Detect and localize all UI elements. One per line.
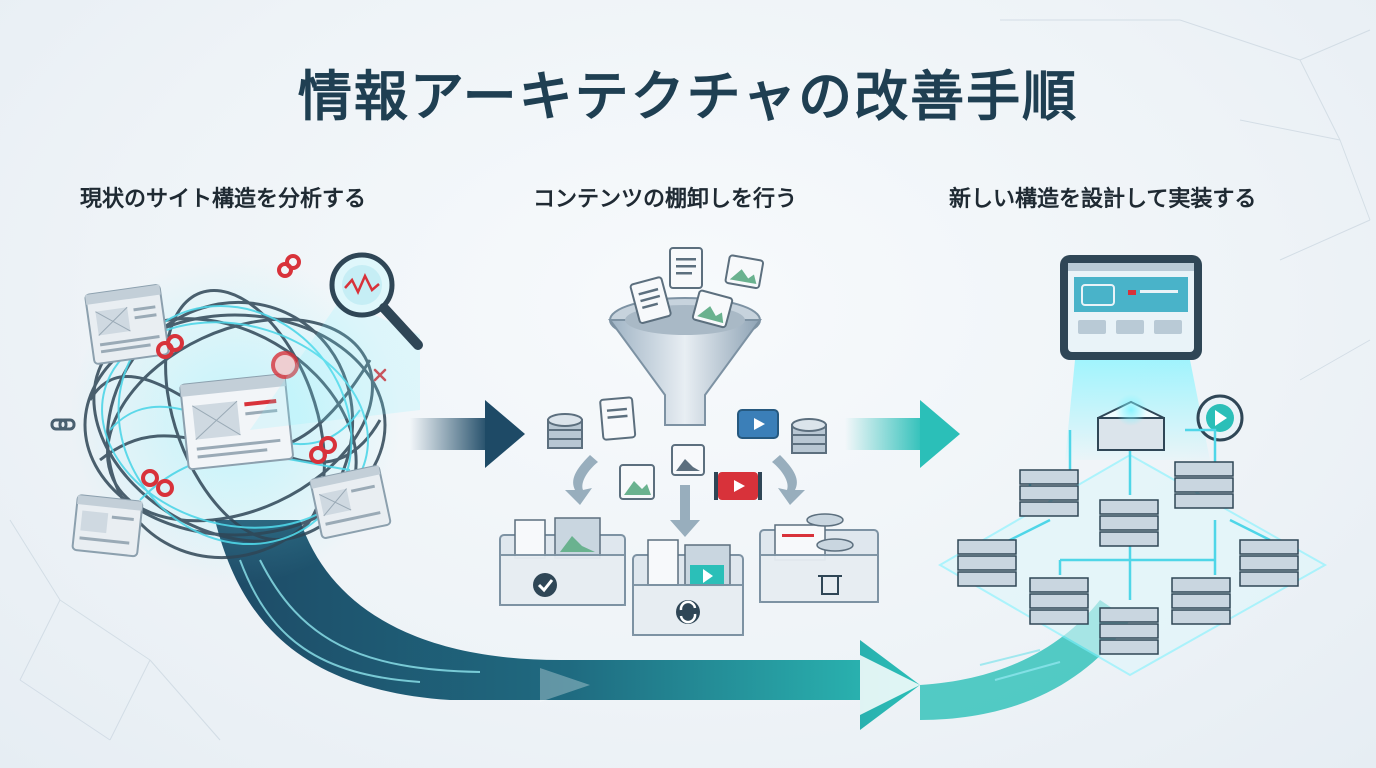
- step-label-inventory: コンテンツの棚卸しを行う: [533, 187, 798, 212]
- arrow-step2-to-step3: [845, 400, 960, 468]
- server-hierarchy-icon: [938, 394, 1328, 677]
- diagram-title: 情報アーキテクチャの改善手順: [297, 65, 1079, 128]
- background-network: [9, 19, 1371, 741]
- image-icon: [619, 254, 765, 500]
- keep-box-icon: [499, 517, 626, 606]
- broken-link-icon: [141, 254, 387, 497]
- magnifier-icon: [250, 252, 423, 430]
- arrow-step1-to-step2: [410, 400, 525, 468]
- update-box-icon: [632, 539, 744, 636]
- database-icon: [547, 413, 827, 454]
- web-page-icon: [71, 284, 392, 558]
- step-label-implement: 新しい構造を設計して実装する: [949, 187, 1257, 212]
- video-icon: [714, 409, 779, 500]
- sort-arrows: [565, 455, 805, 537]
- step-label-analyze: 現状のサイト構造を分析する: [80, 187, 367, 212]
- delete-box-icon: [759, 513, 879, 603]
- play-icon: [1196, 394, 1244, 442]
- chain-link-icon: [50, 418, 76, 431]
- tablet-icon: [1060, 255, 1202, 360]
- document-icon: [599, 247, 703, 441]
